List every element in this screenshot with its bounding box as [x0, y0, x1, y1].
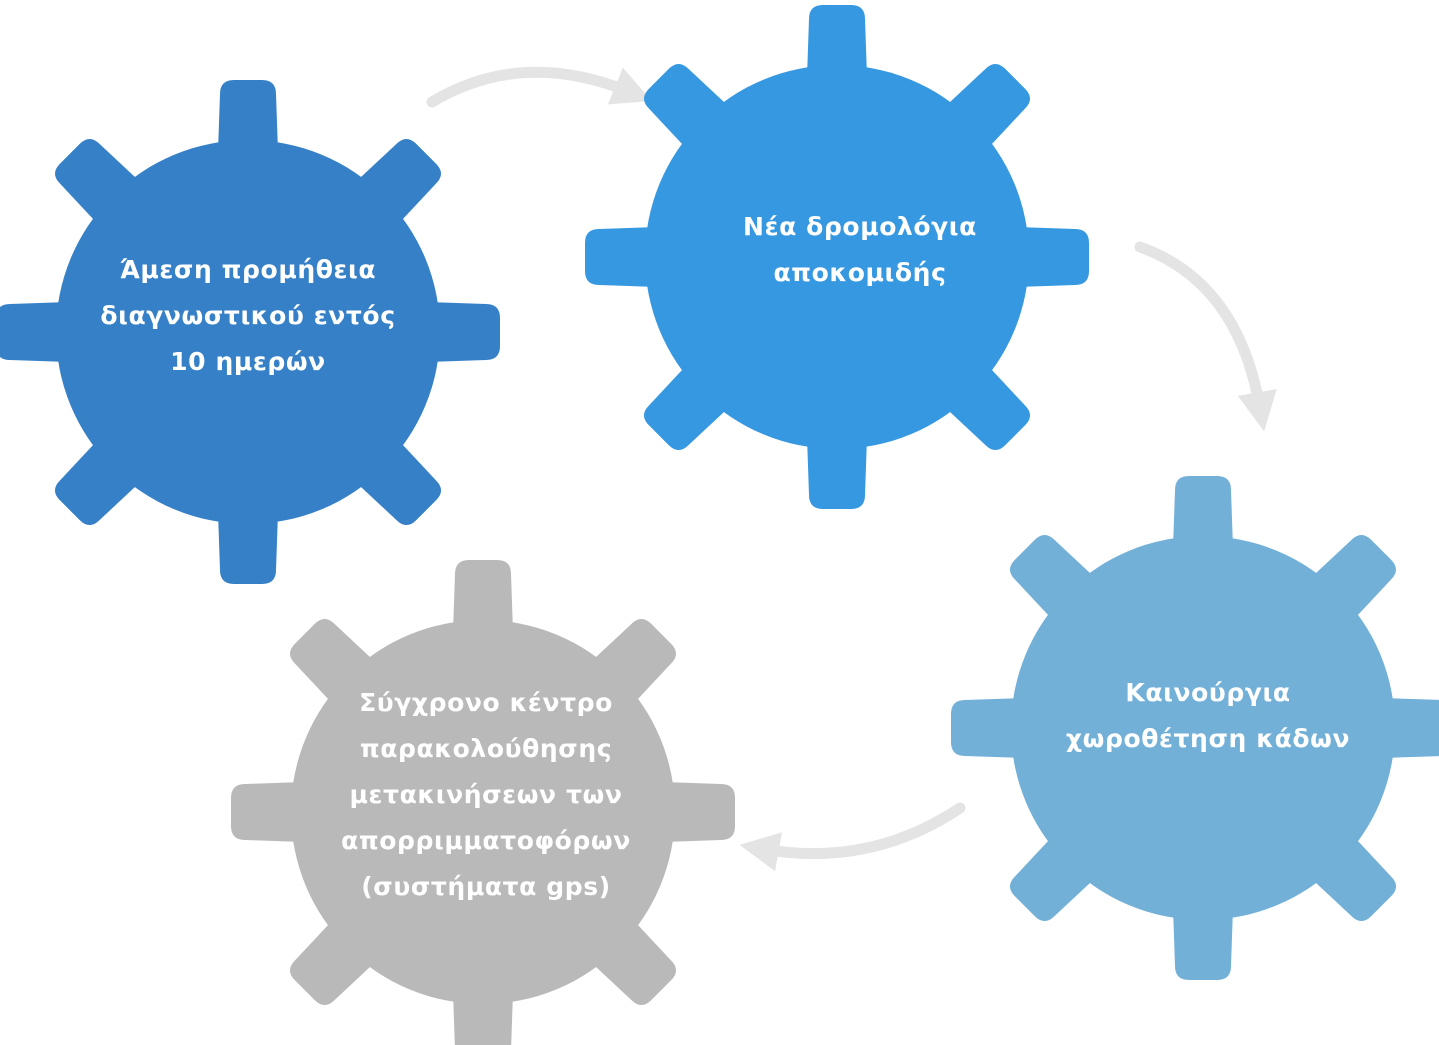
gear-2-label-line: Νέα δρομολόγια — [743, 212, 977, 241]
gear-4-label-line: απορριμματοφόρων — [341, 826, 631, 855]
gear-3-label-line: Καινούργια — [1125, 678, 1291, 707]
gear-1-label-line: 10 ημερών — [170, 347, 326, 376]
gear-2-label: Νέα δρομολόγια αποκομιδής — [660, 200, 1060, 300]
gear-4-label-line: (συστήματα gps) — [361, 872, 611, 901]
gear-1-label-line: Άμεση προμήθεια — [119, 255, 377, 284]
arrow-gear3-to-gear4 — [739, 802, 966, 872]
arrow-gear1-to-gear2 — [426, 66, 653, 108]
arrow-gear2-to-gear3 — [1134, 241, 1277, 432]
gear-4-label-line: μετακινήσεων των — [349, 780, 623, 809]
gear-1-label: Άμεση προμήθεια διαγνωστικού εντός 10 ημ… — [48, 241, 448, 391]
gear-1-label-line: διαγνωστικού εντός — [100, 301, 396, 330]
gear-4-label-line: παρακολούθησης — [359, 734, 613, 763]
gear-2-label-line: αποκομιδής — [773, 258, 947, 287]
gear-4-label-line: Σύγχρονο κέντρο — [359, 688, 613, 717]
gear-4-label: Σύγχρονο κέντρο παρακολούθησης μετακινήσ… — [286, 672, 686, 918]
gear-3-label: Καινούργια χωροθέτηση κάδων — [1008, 666, 1408, 766]
gear-3-label-line: χωροθέτηση κάδων — [1065, 724, 1351, 753]
